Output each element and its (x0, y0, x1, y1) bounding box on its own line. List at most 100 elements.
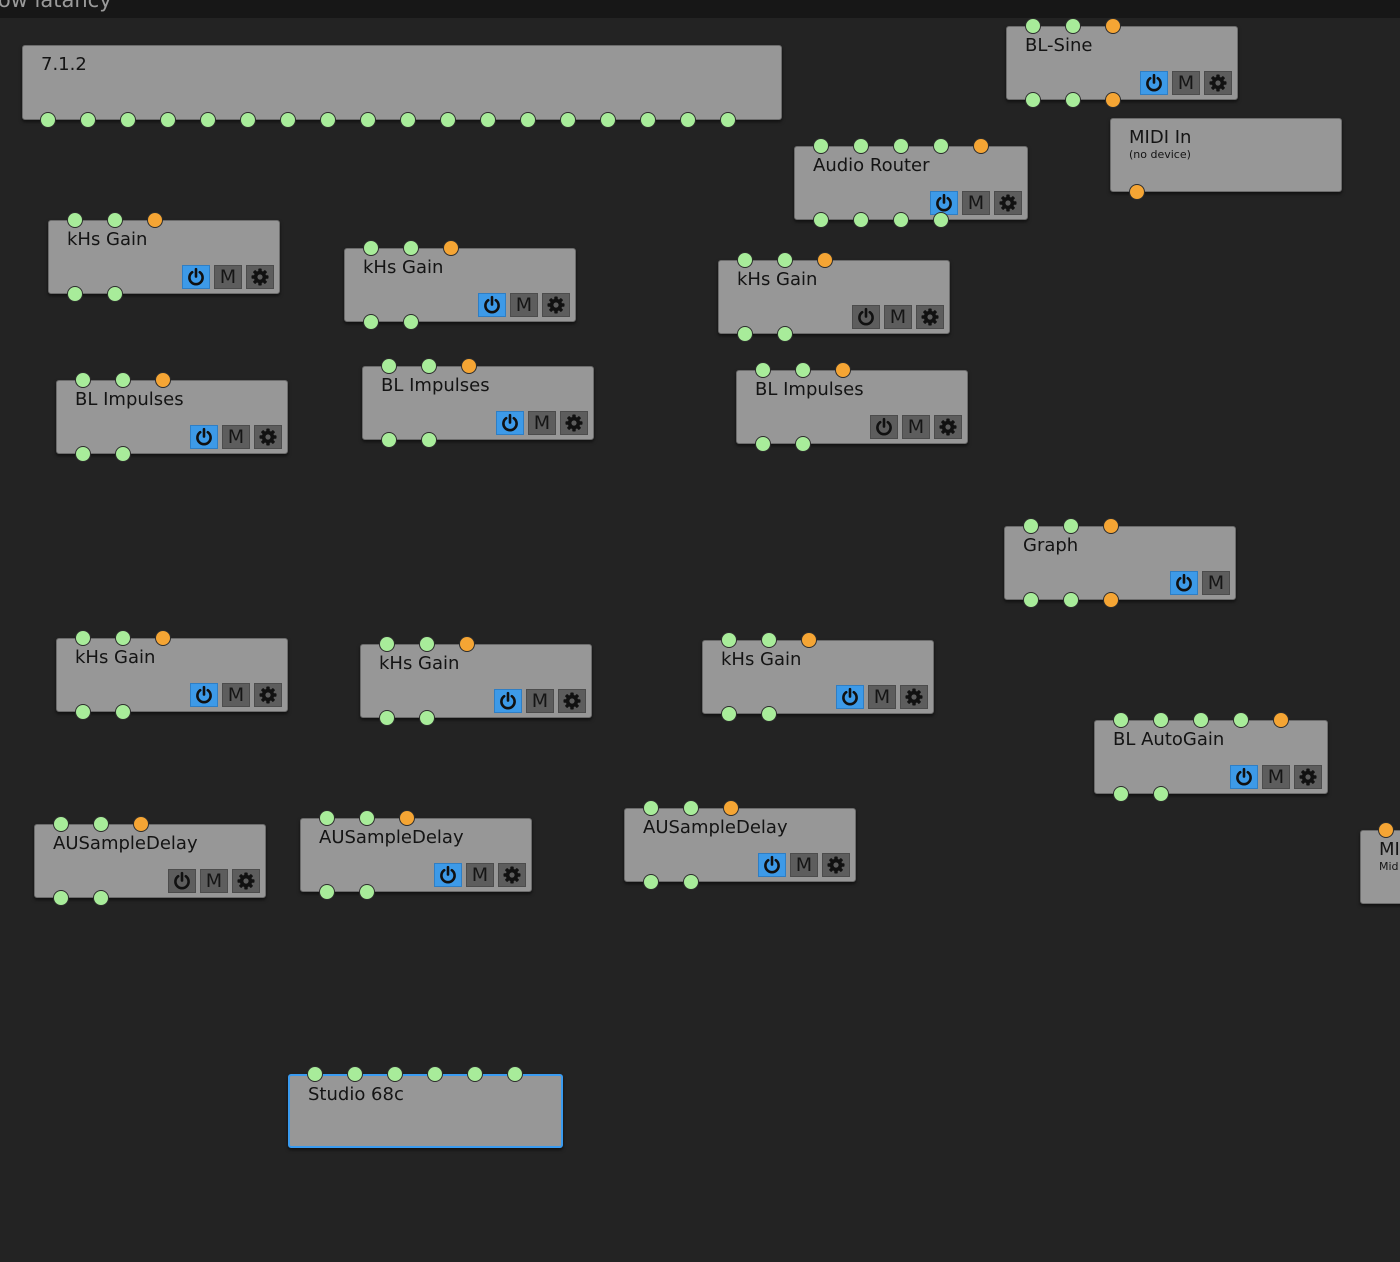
settings-button[interactable] (542, 293, 570, 317)
audio-input-pin[interactable] (1065, 18, 1081, 34)
audio-output-pin[interactable] (421, 432, 437, 448)
audio-output-pin[interactable] (683, 874, 699, 890)
audio-output-pin[interactable] (680, 112, 696, 128)
power-button[interactable] (494, 689, 522, 713)
audio-input-pin[interactable] (933, 138, 949, 154)
audio-output-pin[interactable] (893, 212, 909, 228)
midi-input-pin[interactable] (817, 252, 833, 268)
midi-input-pin[interactable] (1378, 822, 1394, 838)
midi-input-pin[interactable] (155, 372, 171, 388)
mute-button[interactable]: M (790, 853, 818, 877)
settings-button[interactable] (558, 689, 586, 713)
mute-button[interactable]: M (526, 689, 554, 713)
audio-output-pin[interactable] (80, 112, 96, 128)
power-button[interactable] (496, 411, 524, 435)
power-button[interactable] (190, 683, 218, 707)
audio-input-pin[interactable] (1025, 18, 1041, 34)
audio-output-pin[interactable] (1025, 92, 1041, 108)
audio-input-pin[interactable] (419, 636, 435, 652)
power-button[interactable] (1230, 765, 1258, 789)
audio-output-pin[interactable] (115, 446, 131, 462)
settings-button[interactable] (498, 863, 526, 887)
node-midi-in[interactable]: MIDI In(no device) (1110, 118, 1342, 192)
audio-input-pin[interactable] (1063, 518, 1079, 534)
audio-input-pin[interactable] (363, 240, 379, 256)
audio-output-pin[interactable] (53, 890, 69, 906)
midi-input-pin[interactable] (155, 630, 171, 646)
audio-output-pin[interactable] (280, 112, 296, 128)
audio-output-pin[interactable] (319, 884, 335, 900)
audio-output-pin[interactable] (520, 112, 536, 128)
settings-button[interactable] (822, 853, 850, 877)
midi-input-pin[interactable] (973, 138, 989, 154)
power-button[interactable] (1170, 571, 1198, 595)
audio-input-pin[interactable] (107, 212, 123, 228)
audio-output-pin[interactable] (1023, 592, 1039, 608)
audio-output-pin[interactable] (200, 112, 216, 128)
audio-input-pin[interactable] (683, 800, 699, 816)
settings-button[interactable] (232, 869, 260, 893)
settings-button[interactable] (1294, 765, 1322, 789)
mute-button[interactable]: M (528, 411, 556, 435)
midi-input-pin[interactable] (147, 212, 163, 228)
audio-output-pin[interactable] (440, 112, 456, 128)
audio-output-pin[interactable] (480, 112, 496, 128)
mute-button[interactable]: M (1172, 71, 1200, 95)
audio-output-pin[interactable] (721, 706, 737, 722)
audio-input-pin[interactable] (737, 252, 753, 268)
midi-input-pin[interactable] (1103, 518, 1119, 534)
audio-input-pin[interactable] (1153, 712, 1169, 728)
audio-output-pin[interactable] (381, 432, 397, 448)
audio-output-pin[interactable] (1065, 92, 1081, 108)
audio-output-pin[interactable] (795, 436, 811, 452)
audio-input-pin[interactable] (53, 816, 69, 832)
audio-output-pin[interactable] (40, 112, 56, 128)
midi-input-pin[interactable] (801, 632, 817, 648)
audio-output-pin[interactable] (107, 286, 123, 302)
audio-output-pin[interactable] (761, 706, 777, 722)
audio-output-pin[interactable] (400, 112, 416, 128)
audio-input-pin[interactable] (115, 372, 131, 388)
audio-input-pin[interactable] (777, 252, 793, 268)
midi-output-pin[interactable] (1129, 184, 1145, 200)
audio-input-pin[interactable] (755, 362, 771, 378)
mute-button[interactable]: M (200, 869, 228, 893)
mute-button[interactable]: M (884, 305, 912, 329)
mute-button[interactable]: M (466, 863, 494, 887)
audio-input-pin[interactable] (403, 240, 419, 256)
audio-input-pin[interactable] (307, 1066, 323, 1082)
mute-button[interactable]: M (868, 685, 896, 709)
midi-output-pin[interactable] (1103, 592, 1119, 608)
midi-input-pin[interactable] (1273, 712, 1289, 728)
audio-output-pin[interactable] (320, 112, 336, 128)
mute-button[interactable]: M (962, 191, 990, 215)
audio-output-pin[interactable] (115, 704, 131, 720)
audio-input-pin[interactable] (347, 1066, 363, 1082)
audio-output-pin[interactable] (379, 710, 395, 726)
audio-output-pin[interactable] (1153, 786, 1169, 802)
midi-input-pin[interactable] (723, 800, 739, 816)
audio-input-pin[interactable] (115, 630, 131, 646)
audio-input-pin[interactable] (1233, 712, 1249, 728)
power-button[interactable] (190, 425, 218, 449)
power-button[interactable] (836, 685, 864, 709)
mute-button[interactable]: M (222, 425, 250, 449)
audio-input-pin[interactable] (1113, 712, 1129, 728)
audio-output-pin[interactable] (560, 112, 576, 128)
audio-input-pin[interactable] (893, 138, 909, 154)
audio-input-pin[interactable] (1193, 712, 1209, 728)
mute-button[interactable]: M (510, 293, 538, 317)
audio-input-pin[interactable] (387, 1066, 403, 1082)
settings-button[interactable] (994, 191, 1022, 215)
power-button[interactable] (168, 869, 196, 893)
audio-output-pin[interactable] (933, 212, 949, 228)
